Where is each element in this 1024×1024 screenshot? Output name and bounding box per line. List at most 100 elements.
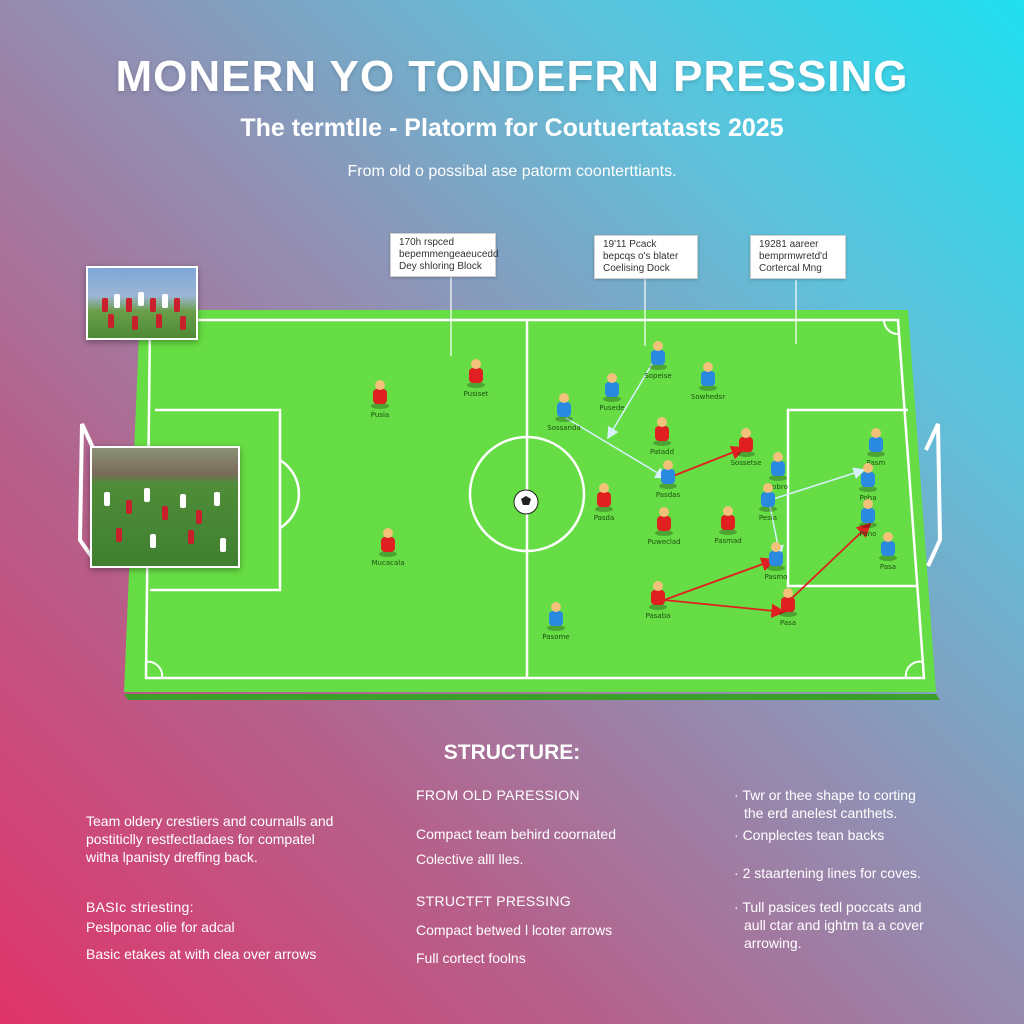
player-label: Sossetse: [730, 459, 761, 467]
red-player: Pasda: [594, 483, 615, 522]
blue-player: Sowhedsr: [691, 362, 725, 401]
corner-arc: [882, 319, 900, 336]
player-label: Pano: [860, 530, 877, 538]
callout-box: 19'11 Pcack bepcqs o's blater Coelising …: [594, 235, 698, 279]
right-penalty-box: [786, 408, 918, 588]
player-label: Pasmo: [765, 573, 788, 581]
player-label: Sossanda: [547, 424, 580, 432]
left-penalty-box: [150, 408, 282, 592]
text-line: arrowing.: [744, 935, 802, 951]
centre-circle: [468, 435, 586, 553]
text-line: · Twr or thee shape to corting: [734, 787, 916, 803]
blue-player: Pasdas: [656, 460, 681, 499]
player-label: Pasome: [542, 633, 569, 641]
pass-arrow: [769, 467, 866, 501]
player-label: Pobro: [768, 483, 788, 491]
callout-box: 170h rspced bepemmengeaeucedd Dey shlori…: [390, 233, 499, 277]
blue-player: Pano: [859, 499, 877, 538]
bullet-text: Conplectes tean backs: [742, 827, 885, 843]
player-label: Pasmad: [714, 537, 741, 545]
corner-arc: [145, 660, 164, 679]
pitch-edge: [124, 694, 940, 700]
callout-text: 19281 aareer: [759, 239, 819, 250]
right-bullet: · Conplectes tean backs: [734, 827, 885, 843]
right-bullet: · Tull pasices tedl poccats and aull cta…: [734, 898, 924, 952]
red-player: Patadd: [650, 417, 674, 456]
blue-player: Pusede: [599, 373, 625, 412]
page-subtitle: The termtlle - Platorm for Coutuertatast…: [240, 114, 784, 142]
player-label: Pasdas: [656, 491, 681, 499]
left-subheading: BASIc striesting:: [86, 899, 194, 915]
left-paragraph: Team oldery crestiers and cournalls and …: [86, 812, 333, 866]
blue-player: Sossanda: [547, 393, 581, 432]
player-label: Pasda: [594, 514, 615, 522]
player-label: Pasa: [780, 619, 796, 627]
text-line: Team oldery crestiers and cournalls and: [86, 813, 334, 829]
blue-player: Pasm: [867, 428, 886, 467]
callout-text: 170h rspced: [399, 237, 455, 248]
blue-player: Poha: [859, 463, 877, 502]
player-label: Pasaba: [646, 612, 671, 620]
red-player: Pasa: [779, 588, 797, 627]
callout-box: 19281 aareer bemprmwretd'd Cortercal Mng: [750, 235, 846, 279]
mid-subheading: FROM OLD PARESSION: [416, 787, 580, 803]
blue-player: Sopeise: [644, 341, 672, 380]
page-title: MONERN YO TONDEFRN PRESSING: [115, 52, 909, 101]
bullet-text: 2 staartening lines for coves.: [742, 865, 921, 881]
bullet-text: Twr or thee shape to corting: [742, 787, 916, 803]
callout-text: bemprmwretd'd: [759, 251, 828, 262]
right-goal: [924, 423, 943, 567]
blue-player: Pasa: [879, 532, 897, 571]
press-arrow: [667, 445, 746, 479]
red-player: Sossetse: [730, 428, 762, 467]
left-line: Basic etakes at with clea over arrows: [86, 946, 317, 962]
structure-heading: STRUCTURE:: [443, 741, 581, 764]
player-label: Pasm: [867, 459, 886, 467]
mid-subheading: STRUCTFT PRESSING: [416, 893, 571, 909]
press-arrow: [663, 557, 776, 601]
left-penalty-arc: [279, 458, 301, 530]
pass-arrow: [565, 417, 668, 479]
player-label: Mucacala: [372, 559, 405, 567]
right-bullet: · 2 staartening lines for coves.: [734, 865, 921, 881]
text-line: · Tull pasices tedl poccats and: [734, 899, 922, 915]
left-goal: [77, 423, 100, 568]
blue-player: Pobro: [768, 452, 788, 491]
callout-text: Dey shloring Block: [399, 261, 482, 272]
match-photo: [90, 446, 240, 568]
player-label: Pusiset: [464, 390, 489, 398]
red-player: Pusiset: [464, 359, 489, 398]
red-player: Puweclad: [647, 507, 681, 546]
player-label: Sowhedsr: [691, 393, 725, 401]
player-label: Sopeise: [644, 372, 671, 380]
press-arrow: [663, 599, 786, 618]
left-line: Peslponac olie for adcal: [86, 919, 235, 935]
player-label: Pusede: [599, 404, 624, 412]
pass-arrow: [607, 363, 653, 440]
callout-text: bepemmengeaeucedd: [399, 249, 499, 260]
red-player: Pasmad: [714, 506, 742, 545]
player-label: Poha: [860, 494, 877, 502]
red-player: Pasaba: [646, 581, 671, 620]
mid-line: Compact team behird coornated: [416, 826, 616, 842]
text-line: aull ctar and ightm ta a cover: [744, 917, 924, 933]
press-arrow: [789, 522, 872, 601]
mid-line: Full cortect foolns: [416, 950, 526, 966]
player-label: Pusia: [371, 411, 389, 419]
blue-player: Pesia: [759, 483, 777, 522]
page-tagline: From old o possibal ase patorm coontertt…: [347, 163, 677, 180]
ball-patch: [521, 496, 531, 505]
player-label: Puweclad: [647, 538, 680, 546]
player-label: Pesia: [759, 514, 777, 522]
red-player: Mucacala: [372, 528, 405, 567]
corner-arc: [904, 660, 924, 679]
callout-text: 19'11 Pcack: [603, 239, 657, 250]
text-line: the erd anelest canthets.: [744, 805, 898, 821]
mid-line: Colective alll lles.: [416, 851, 524, 867]
callout-text: Coelising Dock: [603, 263, 670, 274]
mid-line: Compact betwed l lcoter arrows: [416, 922, 613, 938]
callout-text: bepcqs o's blater: [603, 251, 679, 262]
player-label: Pasa: [880, 563, 896, 571]
red-player: Pusia: [371, 380, 389, 419]
